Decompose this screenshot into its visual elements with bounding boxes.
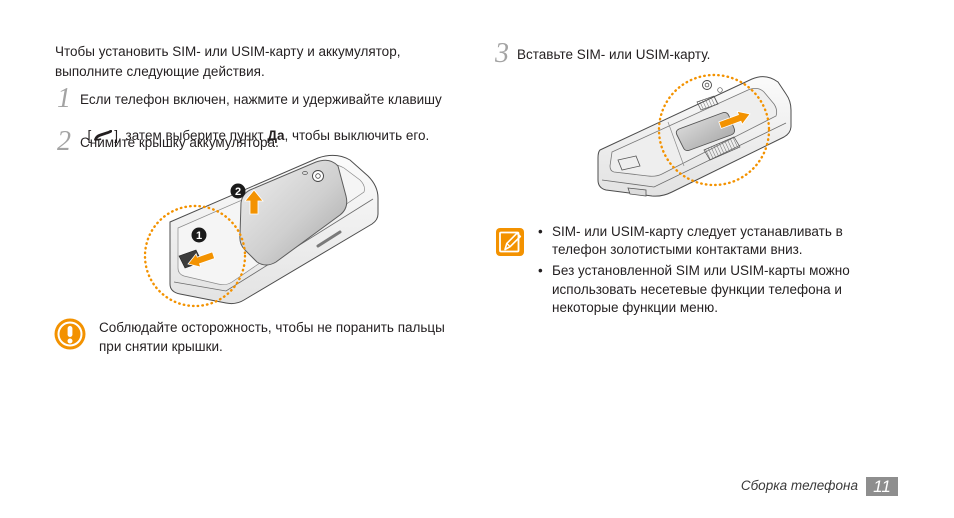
camera-lens [302,170,324,182]
phone-edge [601,122,787,188]
step-1-line: Если телефон включен, нажмите и удержива… [80,92,442,107]
step-number: 3 [495,38,509,69]
connector [617,155,641,171]
caution-icon [54,318,86,350]
step-2-text: Снимите крышку аккумулятора. [80,135,279,150]
step-1-text: ], затем выберите пункт [114,128,268,143]
intro-line: Чтобы установить SIM- или USIM-карту и а… [55,44,401,59]
insert-sim-illustration [597,73,792,197]
sim-slot [696,95,719,111]
arrow-up-icon [244,189,264,215]
callout-label: 1 [196,230,202,242]
bullet-marker: • [538,224,543,239]
phone-edge [173,198,374,292]
compartment-divider [667,121,685,167]
step-number: 2 [57,126,71,157]
side-key [627,187,647,197]
caution-text: при снятии крышки. [99,339,223,354]
callout-label: 2 [235,186,241,198]
section-title: Сборка телефона [740,478,858,493]
battery-cover [239,159,348,266]
bracket-open: [ [87,128,92,143]
remove-cover-illustration: 1 2 [143,154,379,308]
note-text: некоторые функции меню. [552,300,718,315]
camera-lens [702,80,723,93]
highlight-circle [657,73,771,187]
note-text: телефон золотистыми контактами вниз. [552,242,803,257]
arrow-right-icon [718,110,751,130]
callout-2: 2 [230,183,246,199]
battery-contacts [703,136,741,161]
page-number: 11 [873,477,891,496]
highlight-circle [143,204,247,308]
intro-line: выполните следующие действия. [55,64,265,79]
callout-1: 1 [191,227,207,243]
note-icon [496,228,524,256]
page-number-badge: 11 [866,477,898,496]
note-text: SIM- или USIM-карту следует устанавливат… [552,224,843,239]
side-key [316,230,342,248]
arrow-left-icon [187,251,216,268]
menu-option-yes: Да [267,128,285,143]
step-number: 1 [57,83,71,114]
step-3-text: Вставьте SIM- или USIM-карту. [517,47,711,62]
step-1-line: [ ], затем выберите пункт Да, чтобы выклю… [80,109,430,146]
end-key-icon [94,128,113,146]
step-1-text: , чтобы выключить его. [284,128,430,143]
bullet-marker: • [538,263,543,278]
caution-text: Соблюдайте осторожность, чтобы не порани… [99,320,445,335]
note-text: использовать несетевые функции телефона … [552,282,842,297]
note-text: Без установленной SIM или USIM-карты мож… [552,263,850,278]
